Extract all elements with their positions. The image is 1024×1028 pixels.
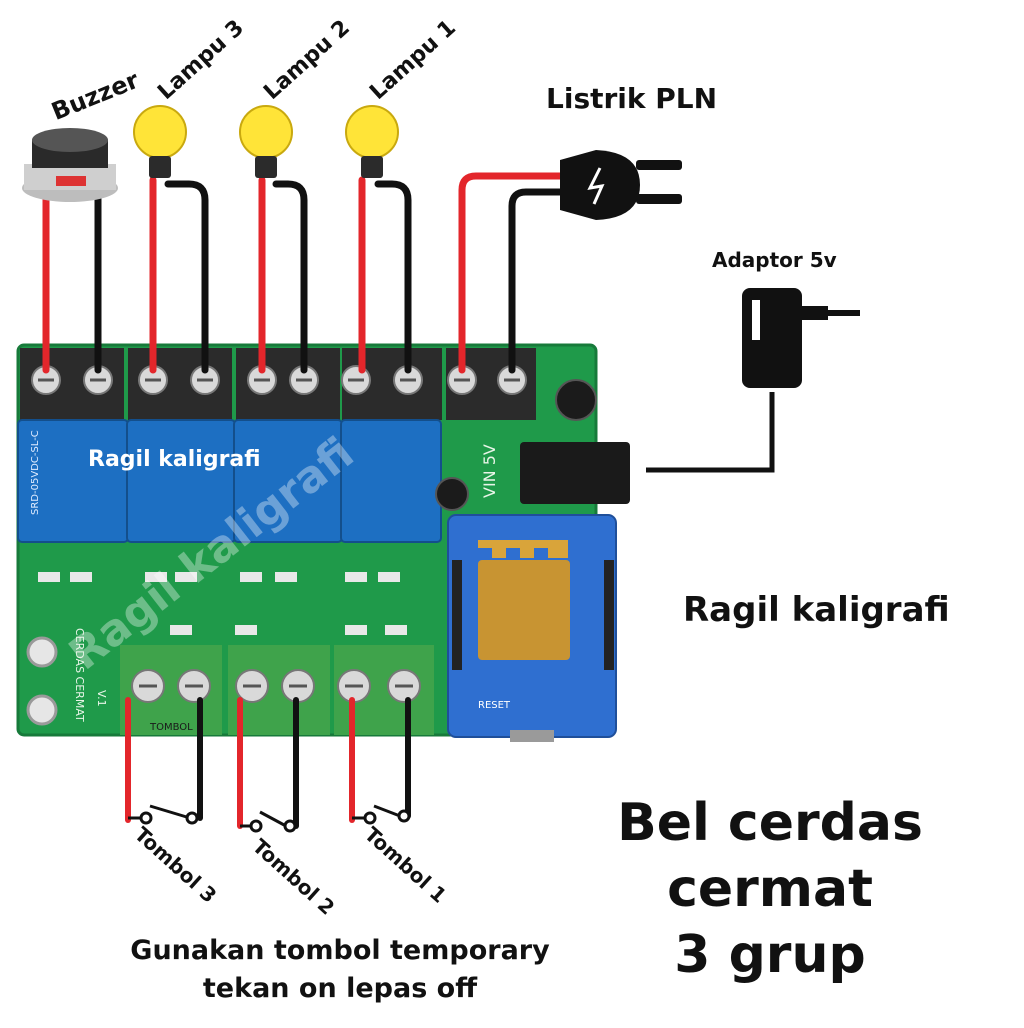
plug-icon [560, 150, 682, 220]
silk-power: VIN 5V [480, 444, 499, 498]
bulb-icon-2 [239, 105, 293, 178]
right-watermark: Ragil kaligrafi [683, 590, 950, 630]
push-switches [128, 804, 411, 833]
buzzer-icon [22, 128, 118, 202]
adaptor-wire [646, 392, 775, 473]
title-line-2: 3 grup [674, 925, 866, 985]
bulb-icon-3 [133, 105, 187, 178]
usb-port [510, 730, 554, 742]
note-line-1: Gunakan tombol temporary [130, 935, 550, 966]
esp-pins [452, 560, 614, 670]
capacitor-2 [435, 477, 469, 511]
relay-text: SRD-05VDC-SL-C [30, 430, 41, 515]
esp-module [478, 560, 570, 660]
adaptor-label: Adaptor 5v [712, 248, 837, 272]
silk-tombol: TOMBOL [150, 722, 193, 733]
smd-components [38, 572, 407, 635]
board-watermark: Ragil kaligrafi [88, 447, 261, 472]
silk-name: CERDAS CERMAT [73, 628, 86, 722]
top-wires [42, 172, 569, 374]
silk-reset: RESET [478, 700, 511, 711]
dc-jack [520, 442, 630, 504]
silk-version: V.1 [95, 690, 108, 707]
bottom-wires [125, 697, 411, 829]
adaptor-icon [742, 288, 860, 388]
usage-note: Gunakan tombol temporary tekan on lepas … [60, 932, 620, 1008]
title-line-1: Bel cerdas cermat [617, 793, 923, 919]
listrik-label: Listrik PLN [546, 82, 718, 115]
relay-1 [340, 419, 442, 543]
mount-hole-2 [26, 694, 58, 726]
diagram-title: Bel cerdas cermat 3 grup [520, 790, 1020, 988]
esp-antenna [478, 540, 568, 558]
mount-hole-1 [26, 636, 58, 668]
bulb-icon-1 [345, 105, 399, 178]
note-line-2: tekan on lepas off [202, 973, 478, 1004]
capacitor-1 [555, 379, 597, 421]
top-terminals [20, 348, 536, 420]
relays [17, 419, 442, 543]
